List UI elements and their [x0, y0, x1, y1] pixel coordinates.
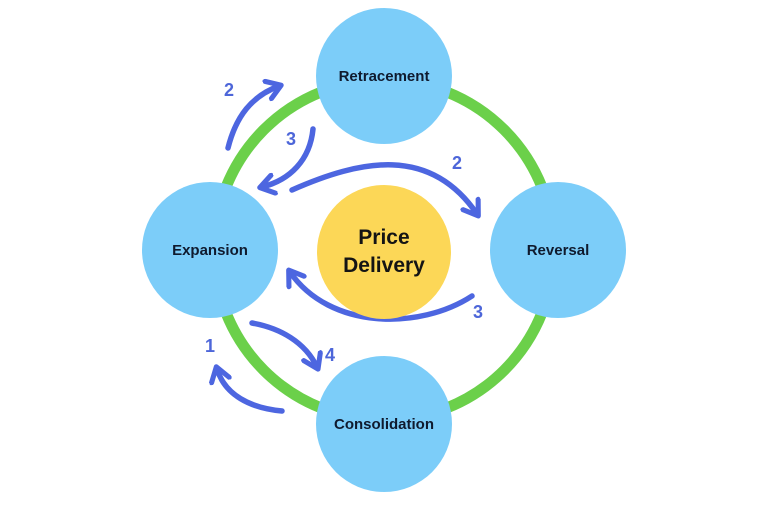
arrow-expansion-to-retracement — [225, 86, 279, 151]
arrow-expansion-to-consolidation — [249, 320, 317, 367]
arrow-retracement-to-expansion — [262, 126, 316, 187]
center-label: Price Delivery — [343, 226, 425, 277]
step-label: 1 — [205, 336, 216, 356]
node-label: Reversal — [526, 241, 590, 259]
node-consolidation: Consolidation — [316, 356, 452, 492]
step-label: 4 — [325, 345, 336, 365]
node-expansion: Expansion — [142, 182, 278, 318]
node-price-delivery: Price Delivery — [317, 185, 451, 319]
node-reversal: Reversal — [490, 182, 626, 318]
step-label: 2 — [224, 80, 235, 100]
node-label: Expansion — [172, 241, 248, 259]
node-label: Retracement — [338, 67, 430, 85]
arrow-consolidation-to-expansion — [217, 369, 285, 414]
step-label: 3 — [473, 302, 484, 322]
step-label: 3 — [286, 129, 297, 149]
node-label: Consolidation — [334, 415, 434, 433]
step-label: 2 — [452, 153, 463, 173]
node-retracement: Retracement — [316, 8, 452, 144]
arrow-expansion-to-reversal — [289, 162, 477, 214]
